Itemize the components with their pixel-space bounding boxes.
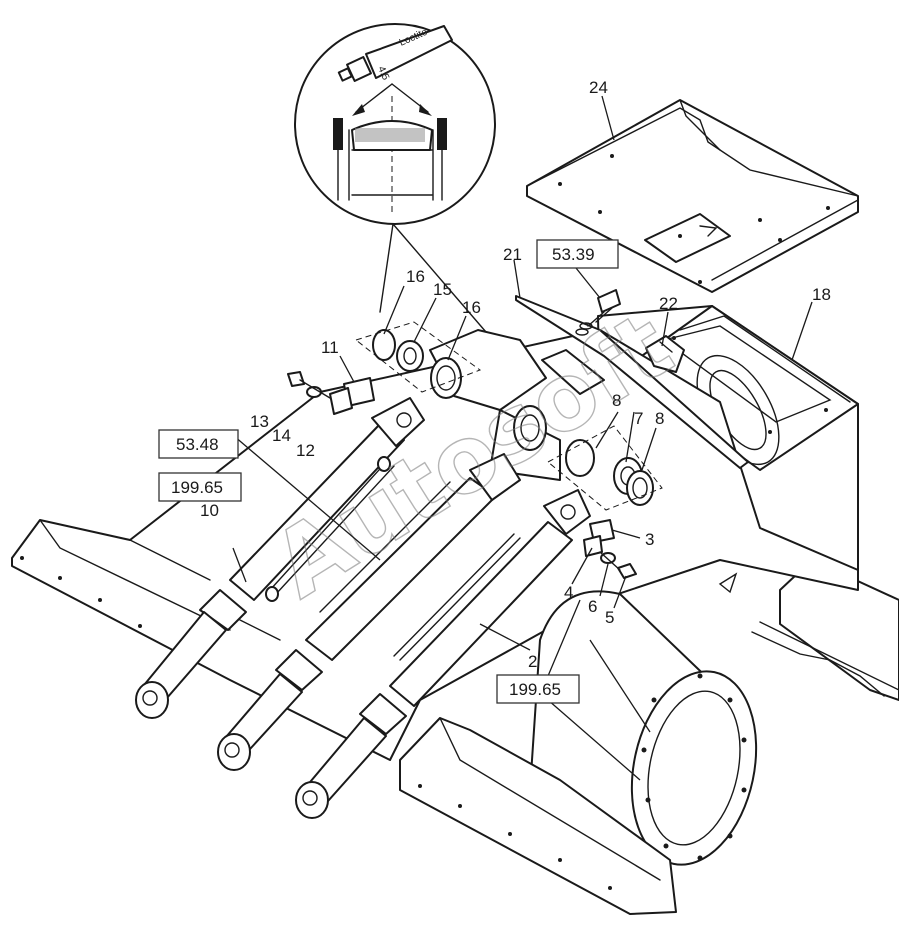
reference-53-39: 53.39 — [552, 245, 595, 264]
callout-21: 21 — [503, 245, 522, 264]
callout-16-a: 16 — [406, 267, 425, 286]
callout-8-b: 8 — [655, 409, 664, 428]
detail-magnifier: Loctite 4.5 — [294, 23, 561, 419]
ring-8-right — [626, 470, 654, 506]
callout-14: 14 — [272, 426, 291, 445]
ring-16-left — [372, 329, 396, 361]
fastener-parts-11-14 — [287, 371, 375, 415]
lower-beam — [399, 717, 677, 915]
callout-7: 7 — [634, 409, 643, 428]
reference-box-199-65-right[interactable]: 199.65 — [496, 674, 580, 704]
pivot-assembly — [354, 289, 749, 511]
leader-lines — [232, 95, 813, 781]
callout-22: 22 — [659, 294, 678, 313]
callout-6: 6 — [588, 597, 597, 616]
callout-4: 4 — [564, 583, 573, 602]
callout-8-a: 8 — [612, 391, 621, 410]
callout-16-b: 16 — [462, 298, 481, 317]
callout-2: 2 — [528, 652, 537, 671]
callout-13: 13 — [250, 412, 269, 431]
reference-199-65-right: 199.65 — [509, 680, 561, 699]
right-axle-arm — [751, 559, 899, 701]
callout-3: 3 — [645, 530, 654, 549]
clamp-22 — [645, 335, 685, 373]
callout-11: 11 — [321, 338, 339, 357]
hydraulic-cylinder-2 — [295, 489, 591, 819]
cover-plate-24 — [526, 99, 859, 293]
callout-24: 24 — [589, 78, 608, 97]
bushing-15 — [396, 340, 424, 372]
reference-box-53-48[interactable]: 53.48 — [158, 429, 239, 459]
ring-16-right — [430, 357, 462, 399]
callout-5: 5 — [605, 608, 614, 627]
reference-box-53-39[interactable]: 53.39 — [536, 239, 619, 269]
fastener-parts-3-6 — [583, 519, 637, 579]
callout-numbers: 24 21 18 22 16 15 16 11 13 14 12 10 8 7 … — [200, 78, 831, 671]
ring-8-left — [565, 439, 595, 477]
reference-199-65-left: 199.65 — [171, 478, 223, 497]
callout-12: 12 — [296, 441, 315, 460]
callout-15: 15 — [433, 280, 452, 299]
hydraulic-cylinder-10 — [135, 397, 425, 719]
callout-10: 10 — [200, 501, 219, 520]
callout-18: 18 — [812, 285, 831, 304]
bracket-plate-21 — [515, 295, 749, 469]
reference-53-48: 53.48 — [176, 435, 219, 454]
reference-box-199-65-left[interactable]: 199.65 — [158, 472, 242, 502]
tube-code: 4.5 — [375, 65, 391, 83]
hydraulic-cylinder-middle — [217, 453, 521, 771]
